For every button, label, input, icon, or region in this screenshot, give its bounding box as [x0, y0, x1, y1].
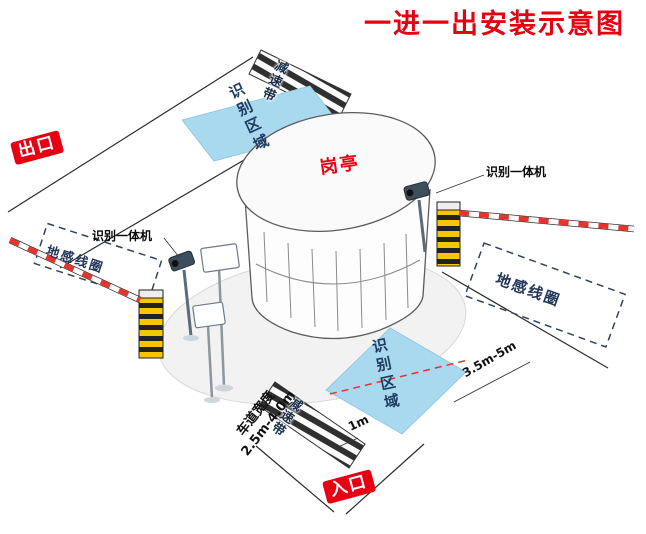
exit-lane-edge-outer [7, 56, 254, 213]
barrier-gate-left [8, 237, 164, 359]
sign-base-lower [204, 397, 220, 403]
camera-right-lens-icon [406, 189, 414, 197]
camera-left-leader-line [163, 237, 180, 258]
display-sign-upper [200, 243, 240, 273]
entry-lane-mouth-right [345, 443, 425, 515]
camera-right-label: 识别一体机 [486, 165, 547, 179]
ground-coil-left [33, 222, 163, 302]
camera-right [403, 174, 485, 253]
dim-line-3-5m [453, 361, 531, 403]
camera-left-lens-icon [171, 259, 179, 267]
guard-booth [236, 111, 436, 340]
dim-line-1m [335, 437, 359, 449]
camera-left-label: 识别一体机 [92, 229, 153, 243]
barrier-gate-right [436, 201, 635, 267]
barrier-cabinet-right [436, 209, 461, 267]
entry-lane-edge-inner [441, 271, 609, 369]
dimension-lines [335, 361, 531, 449]
booth-label: 岗亭 [318, 152, 362, 179]
display-sign-lower [192, 301, 226, 329]
sign-base-upper [215, 384, 233, 392]
camera-right-leader-line [435, 174, 485, 194]
entry-lane-mouth-left [255, 445, 335, 513]
barrier-arm-left [8, 237, 142, 303]
barrier-arm-right [458, 210, 635, 232]
sign-boards [192, 243, 240, 403]
barrier-cabinet-left [138, 297, 164, 359]
booth-windows [255, 231, 421, 332]
booth-roof [236, 111, 436, 233]
recognition-area-bottom [325, 327, 467, 435]
diagram-title: 一进一出安装示意图 [364, 9, 625, 40]
ground-coil-right [463, 242, 627, 348]
camera-left [163, 237, 199, 341]
